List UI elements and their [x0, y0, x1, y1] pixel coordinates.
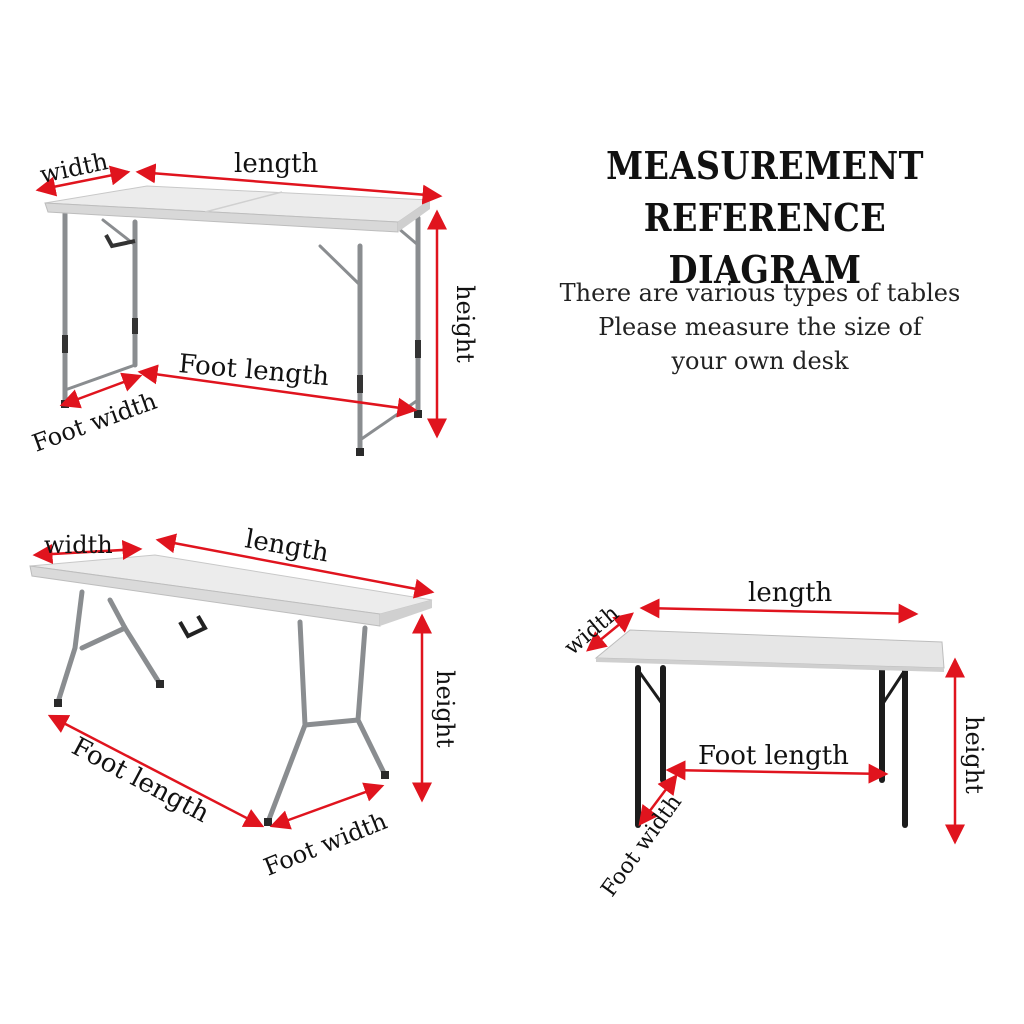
table-2-foot-caps: [54, 680, 389, 826]
table-2-foot-width-label: Foot width: [260, 807, 391, 882]
table-2-handle: [178, 614, 208, 639]
table-2-height-label: height: [431, 670, 459, 748]
table-3: length width height Foot length Foot wid…: [560, 578, 988, 902]
table-1-foot-width-label: Foot width: [28, 387, 160, 458]
instructions-line-3: your own desk: [671, 347, 849, 375]
table-3-dimension-arrows: [586, 598, 965, 845]
table-2-legs: [55, 589, 388, 825]
table-1-height-label: height: [451, 285, 479, 363]
table-2-length-label: length: [243, 524, 331, 568]
table-3-foot-length-label: Foot length: [698, 741, 849, 771]
diagram-title-line-2: REFERENCE DIAGRAM: [643, 195, 887, 292]
table-3-top: [594, 629, 945, 672]
table-2-width-label: width: [44, 531, 113, 559]
table-1-length-label: length: [234, 149, 319, 179]
table-3-length-label: length: [748, 578, 833, 608]
instructions-line-1: There are various types of tables: [559, 279, 961, 307]
table-1-foot-length-label: Foot length: [177, 349, 330, 392]
table-2-top: [29, 554, 433, 627]
instructions-line-2: Please measure the size of: [598, 313, 922, 341]
table-2: width length height Foot length Foot wid…: [29, 524, 459, 882]
table-3-foot-width-label: Foot width: [597, 790, 687, 901]
table-2-dimension-arrows: [32, 533, 435, 830]
diagram-title: MEASUREMENT REFERENCE DIAGRAM: [549, 140, 980, 296]
diagram-title-line-1: MEASUREMENT: [606, 143, 924, 188]
table-2-foot-length-label: Foot length: [67, 732, 215, 829]
table-1-handle: [104, 234, 136, 249]
instructions-text: There are various types of tables Please…: [510, 276, 1010, 378]
table-3-legs: [635, 665, 908, 828]
table-3-height-label: height: [960, 716, 988, 794]
table-1: width length height Foot length Foot wid…: [28, 147, 479, 457]
table-1-dimension-arrows: [35, 163, 447, 439]
table-1-top: [44, 185, 432, 233]
